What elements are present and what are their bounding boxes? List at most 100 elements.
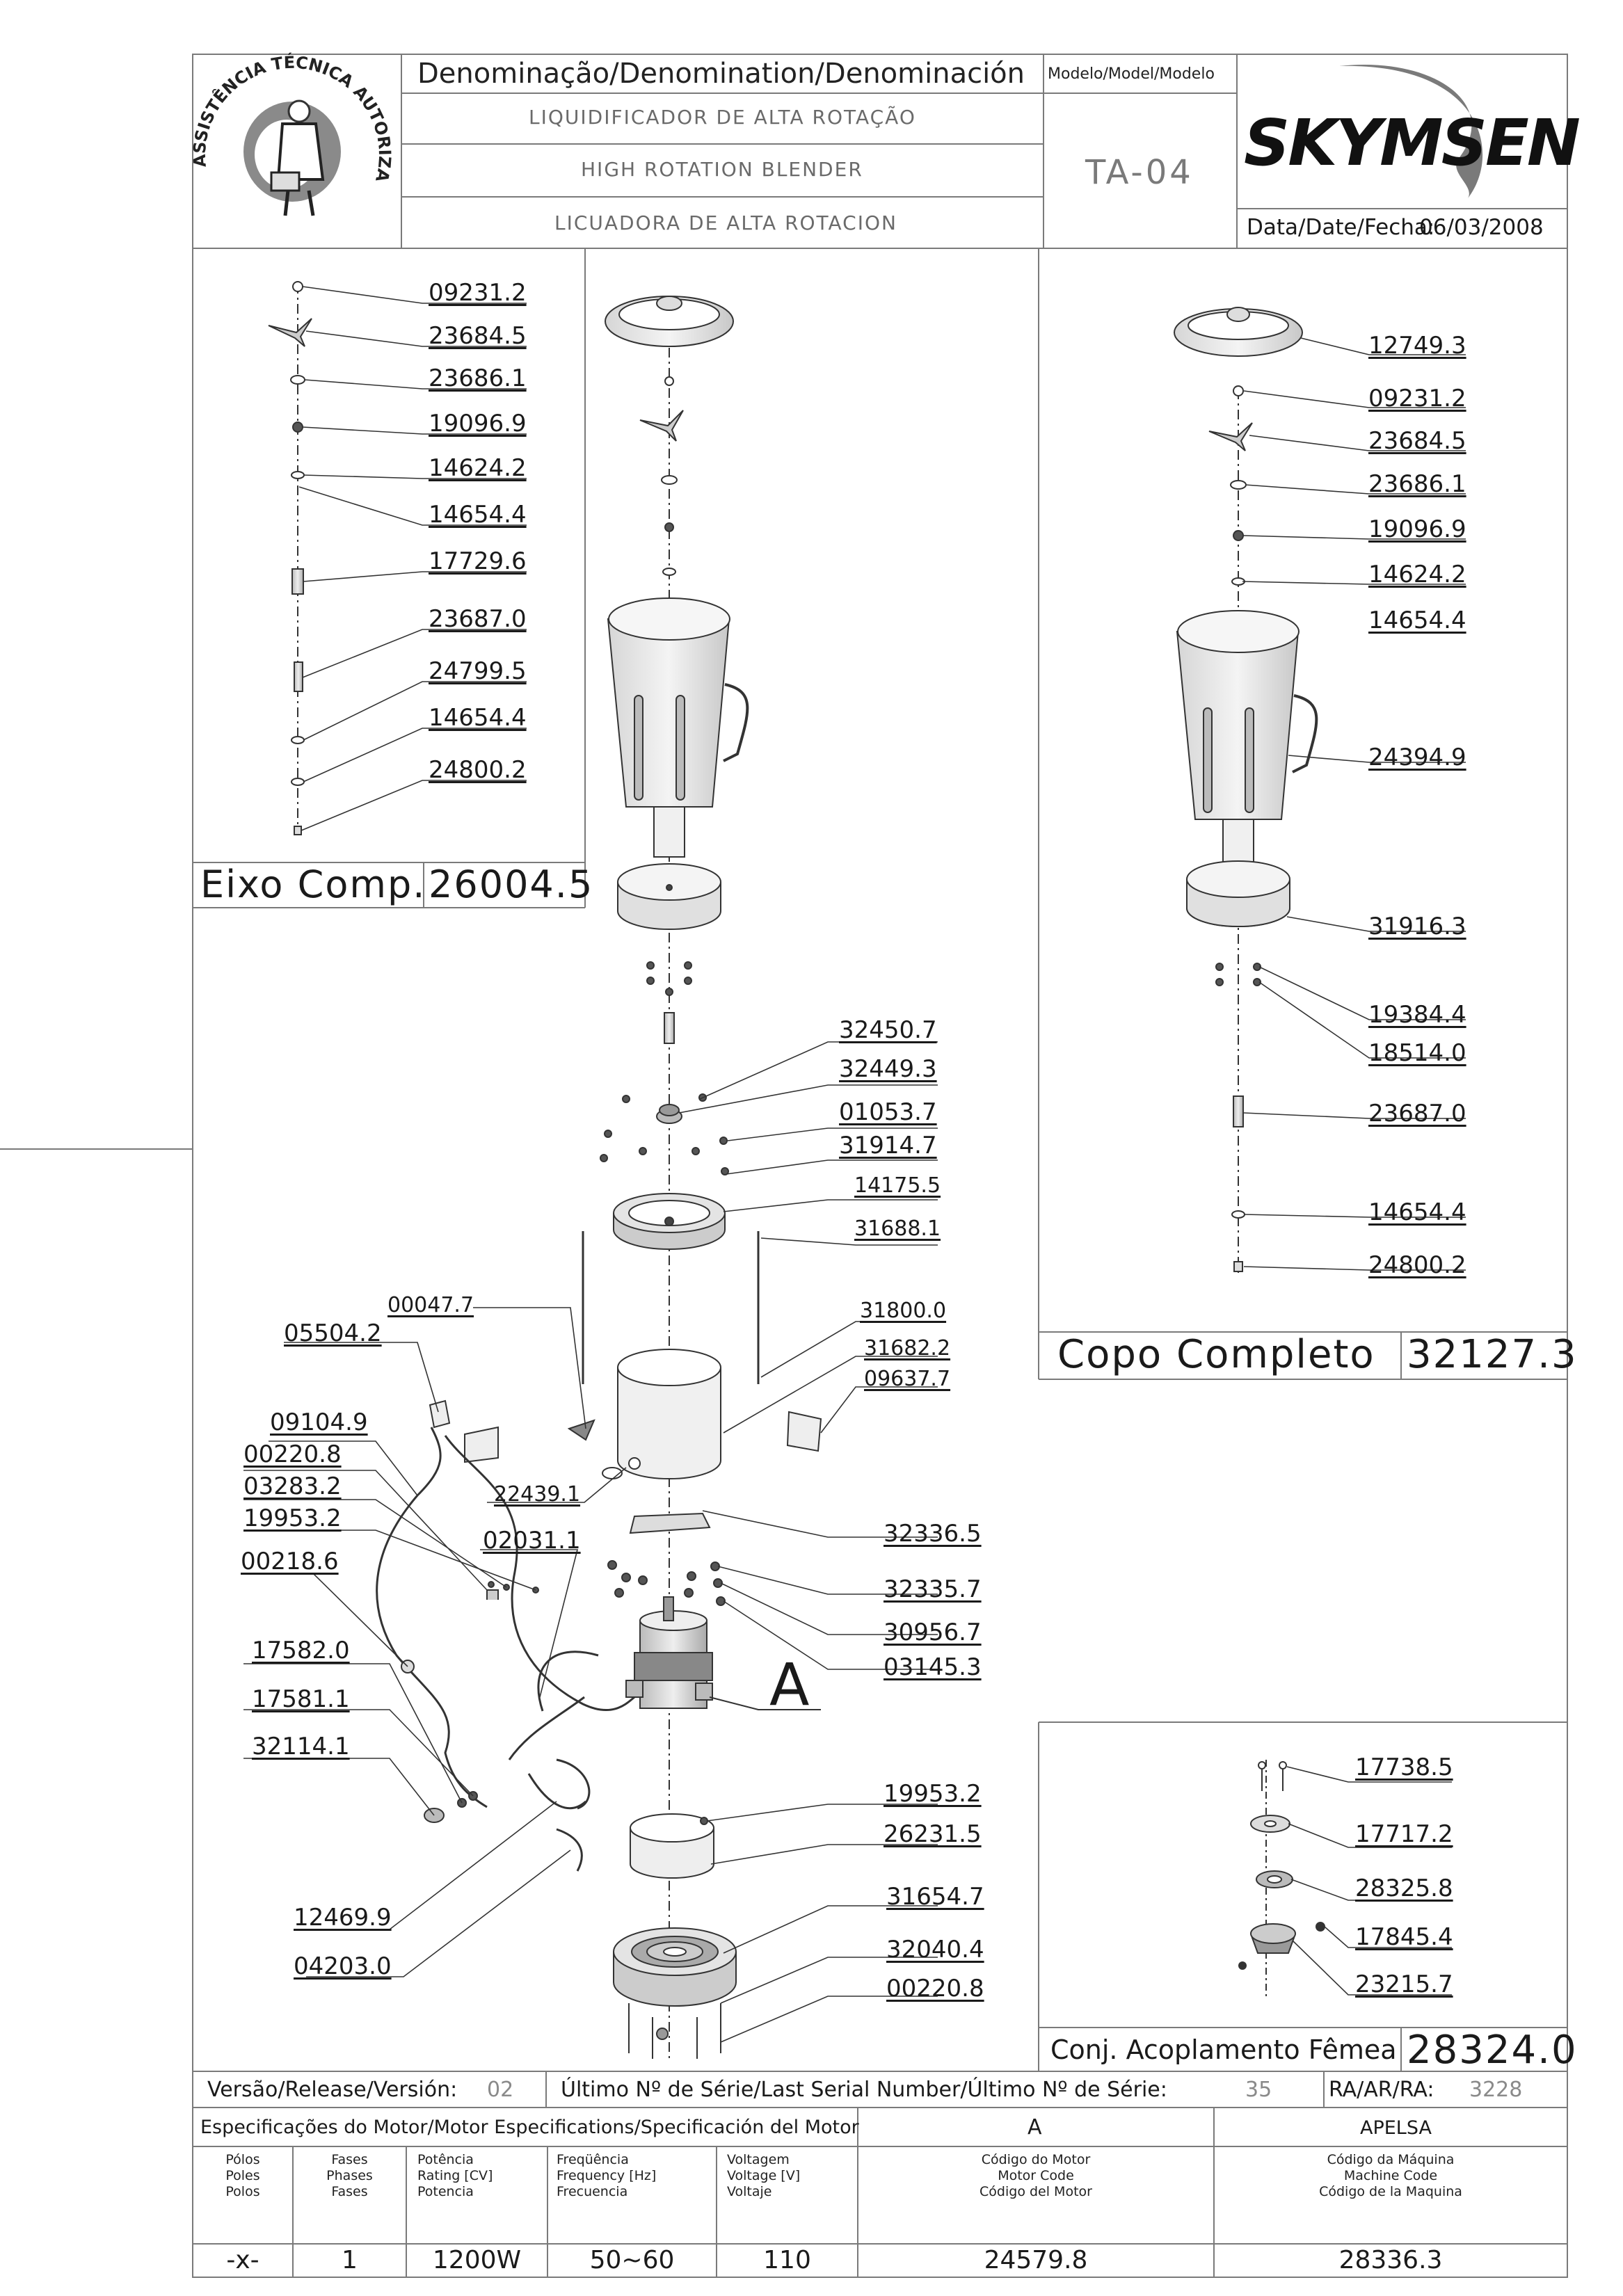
part-number: 17581.1 xyxy=(252,1685,350,1713)
part-number: 09637.7 xyxy=(864,1367,951,1391)
motor-spec-label: Especificações do Motor/Motor Especifica… xyxy=(200,2117,859,2138)
part-number: 14624.2 xyxy=(1368,561,1466,588)
denomination-label: Denominação/Denomination/Denominación xyxy=(417,58,1025,90)
version-value: 02 xyxy=(487,2078,514,2102)
part-number: 14654.4 xyxy=(429,501,527,529)
part-number: 32335.7 xyxy=(884,1575,982,1603)
part-number: 32450.7 xyxy=(839,1016,937,1044)
coupling-assembly-title: Conj. Acoplamento Fêmea xyxy=(1050,2034,1397,2065)
frequency-value: 50~60 xyxy=(589,2246,675,2274)
part-number: 01053.7 xyxy=(839,1098,937,1126)
drawing-date: 06/03/2008 xyxy=(1419,215,1544,240)
authorized-service-seal: ASSISTÊNCIA TÉCNICA AUTORIZADA xyxy=(190,52,394,216)
part-number: 19384.4 xyxy=(1368,1001,1466,1029)
motor-code-value: 24579.8 xyxy=(984,2246,1088,2274)
part-number: 02031.1 xyxy=(483,1527,581,1555)
coupling-leader-lines xyxy=(1286,1766,1452,1996)
part-number: 03145.3 xyxy=(884,1653,982,1681)
part-number: 09231.2 xyxy=(1368,385,1466,412)
part-number: 14175.5 xyxy=(854,1173,941,1198)
part-number: 04203.0 xyxy=(294,1952,392,1980)
part-number: 23684.5 xyxy=(1368,427,1466,455)
part-number: 30956.7 xyxy=(884,1619,982,1646)
model-label: Modelo/Model/Modelo xyxy=(1048,65,1215,83)
part-number: 18514.0 xyxy=(1368,1039,1466,1067)
part-number: 03283.2 xyxy=(243,1472,342,1500)
part-number: 32114.1 xyxy=(252,1733,350,1760)
shaft-assembly-drawing xyxy=(268,281,312,835)
product-name-en: HIGH ROTATION BLENDER xyxy=(581,158,863,181)
part-number: 00220.8 xyxy=(243,1440,342,1468)
part-number: 23686.1 xyxy=(1368,470,1466,498)
part-number: 00047.7 xyxy=(387,1293,474,1317)
motor-reference-tag: A xyxy=(769,1651,810,1719)
part-number: 24394.9 xyxy=(1368,744,1466,771)
part-number: 23215.7 xyxy=(1355,1970,1453,1998)
part-number: 14654.4 xyxy=(1368,1198,1466,1226)
part-number: 23687.0 xyxy=(429,605,527,633)
part-number: 31800.0 xyxy=(860,1299,947,1323)
main-leader-lines xyxy=(243,1041,938,2043)
poles-value: -x- xyxy=(226,2246,259,2274)
part-number: 31682.2 xyxy=(864,1336,951,1360)
part-number: 23687.0 xyxy=(1368,1100,1466,1127)
part-number: 17717.2 xyxy=(1355,1820,1453,1848)
part-number: 12749.3 xyxy=(1368,332,1466,360)
part-number: 14654.4 xyxy=(429,704,527,732)
part-number: 05504.2 xyxy=(284,1319,382,1347)
part-number: 31914.7 xyxy=(839,1132,937,1159)
part-number: 32449.3 xyxy=(839,1055,937,1083)
voltage-value: 110 xyxy=(763,2246,811,2274)
part-number: 26231.5 xyxy=(884,1820,982,1848)
part-number: 24799.5 xyxy=(429,657,527,685)
part-number: 14654.4 xyxy=(1368,607,1466,634)
part-number: 00220.8 xyxy=(886,1975,984,2002)
model-number: TA-04 xyxy=(1085,153,1194,192)
date-label: Data/Date/Fecha: xyxy=(1247,215,1435,240)
part-number: 19953.2 xyxy=(884,1780,982,1808)
part-number: 09104.9 xyxy=(270,1408,368,1436)
cup-assembly-title: Copo Completo xyxy=(1057,1332,1375,1377)
brand-logo: SKYMSEN xyxy=(1244,106,1581,180)
part-number: 24800.2 xyxy=(429,756,527,784)
part-number: 32336.5 xyxy=(884,1520,982,1548)
part-number: 17582.0 xyxy=(252,1637,350,1664)
cup-leader-lines xyxy=(1242,337,1466,1271)
cup-assembly-drawing xyxy=(1174,307,1318,1273)
part-number: 23684.5 xyxy=(429,322,527,350)
part-number: 24800.2 xyxy=(1368,1251,1466,1279)
serial-value: 35 xyxy=(1245,2078,1272,2102)
phases-value: 1 xyxy=(342,2246,358,2274)
coupling-assembly-drawing xyxy=(1238,1760,1325,1996)
product-name-pt: LIQUIDIFICADOR DE ALTA ROTAÇÃO xyxy=(529,106,916,129)
machine-code-value: 28336.3 xyxy=(1338,2246,1443,2274)
part-number: 12469.9 xyxy=(294,1904,392,1932)
part-number: 22439.1 xyxy=(494,1482,581,1507)
coupling-assembly-code: 28324.0 xyxy=(1407,2028,1578,2073)
part-number: 32040.4 xyxy=(886,1936,984,1964)
serial-label: Último Nº de Série/Last Serial Number/Úl… xyxy=(561,2078,1167,2102)
part-number: 19096.9 xyxy=(429,410,527,437)
part-number: 28325.8 xyxy=(1355,1874,1453,1902)
part-number: 19953.2 xyxy=(243,1504,342,1532)
shaft-assembly-title: Eixo Comp. xyxy=(200,862,426,906)
part-number: 09231.2 xyxy=(429,279,527,307)
part-number: 19096.9 xyxy=(1368,515,1466,543)
main-exploded-drawing xyxy=(376,296,822,2059)
ra-value: 3228 xyxy=(1469,2078,1523,2102)
part-number: 31916.3 xyxy=(1368,913,1466,940)
product-name-es: LICUADORA DE ALTA ROTACION xyxy=(554,211,897,234)
part-number: 17729.6 xyxy=(429,547,527,575)
part-number: 14624.2 xyxy=(429,454,527,482)
shaft-assembly-code: 26004.5 xyxy=(429,862,594,906)
part-number: 17845.4 xyxy=(1355,1923,1453,1951)
part-number: 17738.5 xyxy=(1355,1753,1453,1781)
